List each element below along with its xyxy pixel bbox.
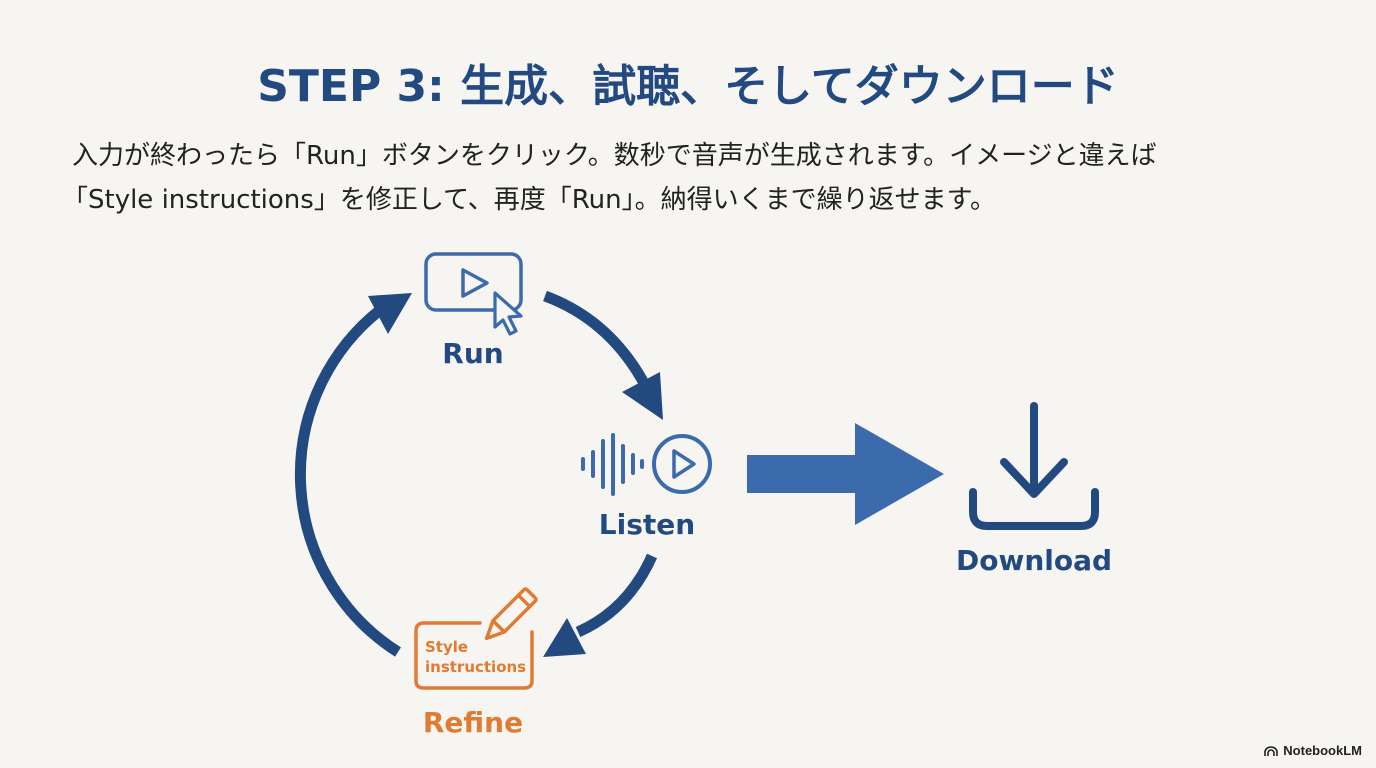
- description-line-1: 入力が終わったら「Run」ボタンをクリック。数秒で音声が生成されます。イメージと…: [72, 141, 1157, 171]
- arrow-listen-to-download: [747, 423, 944, 525]
- pencil-edit-icon: Style instructions: [414, 587, 538, 690]
- style-box-text-1: Style: [425, 638, 468, 656]
- notebooklm-logo-icon: [1264, 745, 1279, 756]
- step-label-run: Run: [442, 337, 503, 370]
- page-title: STEP 3: 生成、試聴、そしてダウンロード: [257, 61, 1119, 112]
- step-label-listen: Listen: [599, 508, 695, 541]
- step-label-download: Download: [956, 544, 1112, 577]
- brand-name: NotebookLM: [1283, 743, 1362, 758]
- description: 入力が終わったら「Run」ボタンをクリック。数秒で音声が生成されます。イメージと…: [62, 134, 1332, 222]
- step-label-refine: Refine: [423, 706, 523, 739]
- style-box-text-2: instructions: [425, 658, 526, 676]
- cycle-arrow-refine-to-run: [294, 293, 412, 657]
- download-icon: [969, 402, 1099, 530]
- brand-watermark: NotebookLM: [1264, 743, 1362, 758]
- arrow-listen-to-refine: [543, 553, 658, 657]
- description-line-2: 「Style instructions」を修正して、再度「Run」。納得いくまで…: [62, 185, 996, 215]
- waveform-play-icon: [581, 433, 712, 496]
- arrow-run-to-listen: [543, 290, 663, 420]
- play-cursor-icon: [424, 252, 523, 336]
